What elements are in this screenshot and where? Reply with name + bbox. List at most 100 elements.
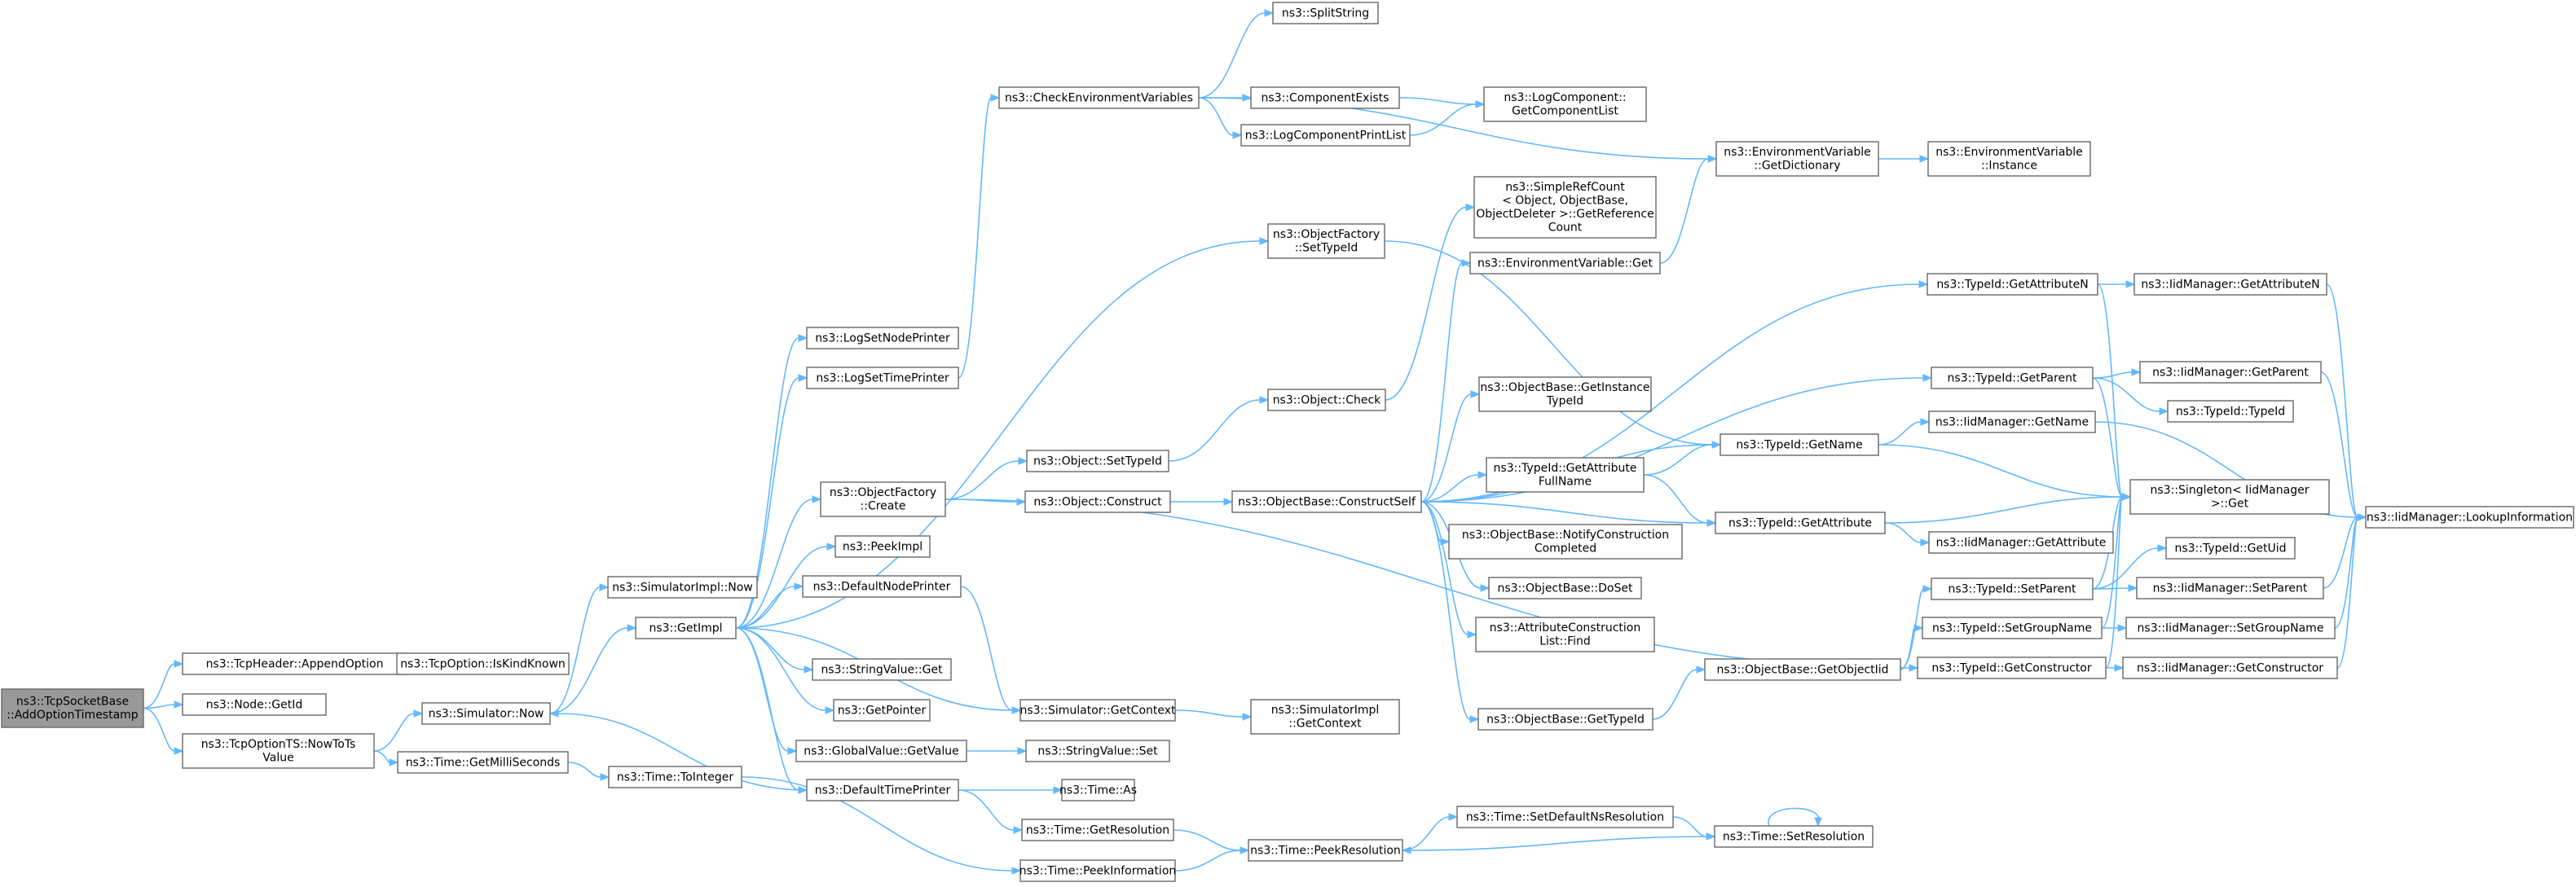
node-ofsettid[interactable]: ns3::ObjectFactory::SetTypeId bbox=[1267, 223, 1385, 259]
node-peekimpl[interactable]: ns3::PeekImpl bbox=[834, 535, 931, 558]
node-box bbox=[1720, 433, 1879, 456]
node-checkenv[interactable]: ns3::CheckEnvironmentVariables bbox=[998, 86, 1200, 109]
node-iidgetattr[interactable]: ns3::IidManager::GetAttribute bbox=[1928, 531, 2114, 554]
node-tgetuid[interactable]: ns3::TypeId::GetUid bbox=[2165, 537, 2296, 560]
node-ofcreate[interactable]: ns3::ObjectFactory::Create bbox=[820, 481, 946, 517]
node-label: ns3::ObjectBase::DoSet bbox=[1498, 582, 1633, 595]
node-construct[interactable]: ns3::ObjectBase::ConstructSelf bbox=[1231, 490, 1422, 513]
node-envinst[interactable]: ns3::EnvironmentVariable::Instance bbox=[1927, 141, 2091, 177]
node-tgetctor[interactable]: ns3::TypeId::GetConstructor bbox=[1917, 656, 2107, 679]
node-peekres[interactable]: ns3::Time::PeekResolution bbox=[1248, 839, 1403, 862]
node-nodegetid[interactable]: ns3::Node::GetId bbox=[182, 693, 327, 716]
node-objsettid[interactable]: ns3::Object::SetTypeId bbox=[1026, 450, 1169, 472]
node-label: ns3::TcpOption::IsKindKnown bbox=[400, 657, 566, 670]
node-label: ns3::DefaultTimePrinter bbox=[815, 784, 951, 797]
node-tgetattr[interactable]: ns3::TypeId::GetAttribute bbox=[1715, 512, 1886, 534]
node-box bbox=[812, 658, 952, 681]
node-envget[interactable]: ns3::EnvironmentVariable::Get bbox=[1469, 252, 1661, 274]
node-objconstruct[interactable]: ns3::Object::Construct bbox=[1024, 490, 1171, 513]
edge-line bbox=[567, 762, 601, 778]
node-lognode[interactable]: ns3::LogSetNodePrinter bbox=[806, 327, 959, 349]
edge-arrowhead bbox=[990, 94, 1001, 102]
node-split[interactable]: ns3::SplitString bbox=[1272, 2, 1379, 24]
node-simimplnow[interactable]: ns3::SimulatorImpl::Now bbox=[607, 576, 758, 599]
edge-line bbox=[2336, 516, 2358, 669]
node-tsetgroup[interactable]: ns3::TypeId::SetGroupName bbox=[1922, 617, 2103, 639]
edge-line bbox=[958, 789, 1015, 831]
call-edge-getimpl-to-deftime bbox=[735, 627, 808, 794]
node-iidsetparent[interactable]: ns3::IidManager::SetParent bbox=[2136, 577, 2324, 599]
node-box bbox=[1248, 839, 1403, 862]
node-label: ns3::ObjectBase::GetObjectIid bbox=[1716, 663, 1888, 676]
edge-arrowhead bbox=[1814, 817, 1822, 828]
edge-arrowhead bbox=[174, 747, 184, 755]
edge-line bbox=[1420, 501, 1471, 720]
node-getres[interactable]: ns3::Time::GetResolution bbox=[1021, 819, 1174, 841]
node-root[interactable]: ns3::TcpSocketBase::AddOptionTimestamp bbox=[1, 688, 144, 728]
edge-arrowhead bbox=[1469, 715, 1480, 723]
node-setres[interactable]: ns3::Time::SetResolution bbox=[1714, 825, 1874, 848]
node-ttypeid[interactable]: ns3::TypeId::TypeId bbox=[2167, 400, 2294, 423]
edge-arrowhead bbox=[1696, 665, 1706, 674]
node-defnode[interactable]: ns3::DefaultNodePrinter bbox=[802, 575, 962, 598]
node-iidgetparent[interactable]: ns3::IidManager::GetParent bbox=[2139, 361, 2322, 384]
node-tgetname[interactable]: ns3::TypeId::GetName bbox=[1720, 433, 1879, 456]
node-obgettid[interactable]: ns3::ObjectBase::GetTypeId bbox=[1477, 708, 1653, 731]
node-label: >::Get bbox=[2211, 498, 2249, 511]
edge-line bbox=[1420, 501, 1708, 524]
node-timeas[interactable]: ns3::Time::As bbox=[1059, 779, 1137, 801]
edge-arrowhead bbox=[1707, 155, 1718, 163]
node-getptr[interactable]: ns3::GetPointer bbox=[833, 699, 931, 722]
node-logtime[interactable]: ns3::LogSetTimePrinter bbox=[806, 367, 959, 389]
node-compexists[interactable]: ns3::ComponentExists bbox=[1250, 86, 1400, 109]
node-refcount[interactable]: ns3::SimpleRefCount< Object, ObjectBase,… bbox=[1473, 176, 1657, 239]
node-deftime[interactable]: ns3::DefaultTimePrinter bbox=[806, 779, 959, 801]
node-obgetiid[interactable]: ns3::ObjectBase::GetObjectIid bbox=[1704, 658, 1901, 681]
edge-line bbox=[735, 498, 813, 629]
call-edge-ofcreate-to-objsettid bbox=[945, 457, 1028, 500]
node-getcomplist[interactable]: ns3::LogComponent::GetComponentList bbox=[1483, 86, 1647, 122]
node-simimplctx[interactable]: ns3::SimulatorImpl::GetContext bbox=[1250, 699, 1400, 735]
node-setdefres[interactable]: ns3::Time::SetDefaultNsResolution bbox=[1456, 806, 1674, 828]
call-edge-tgetattrn-to-iidgetattrn bbox=[2098, 280, 2136, 288]
node-append[interactable]: ns3::TcpHeader::AppendOption bbox=[182, 652, 407, 675]
node-iidgetctor[interactable]: ns3::IidManager::GetConstructor bbox=[2122, 656, 2338, 679]
node-getms[interactable]: ns3::Time::GetMilliSeconds bbox=[397, 751, 569, 774]
node-tointeger[interactable]: ns3::Time::ToInteger bbox=[608, 766, 742, 788]
edge-line bbox=[1420, 262, 1463, 503]
node-peekinfo[interactable]: ns3::Time::PeekInformation bbox=[1019, 859, 1177, 882]
node-label: < Object, ObjectBase, bbox=[1502, 195, 1628, 208]
node-tgetparent[interactable]: ns3::TypeId::GetParent bbox=[1931, 367, 2094, 389]
call-edge-construct-to-getinst bbox=[1420, 390, 1481, 503]
node-box bbox=[1231, 490, 1422, 513]
node-singleton[interactable]: ns3::Singleton< IidManager>::Get bbox=[2129, 479, 2330, 515]
call-edge-construct-to-tgetparent bbox=[1420, 374, 1933, 503]
node-objcheck[interactable]: ns3::Object::Check bbox=[1267, 389, 1386, 411]
node-gvget[interactable]: ns3::GlobalValue::GetValue bbox=[795, 740, 967, 762]
node-logprint[interactable]: ns3::LogComponentPrintList bbox=[1240, 124, 1411, 147]
node-lookup[interactable]: ns3::IidManager::LookupInformation bbox=[2365, 506, 2574, 529]
edge-arrowhead bbox=[1477, 471, 1488, 479]
node-box bbox=[421, 702, 551, 725]
node-iidgetname[interactable]: ns3::IidManager::GetName bbox=[1928, 411, 2096, 433]
node-simnow[interactable]: ns3::Simulator::Now bbox=[421, 702, 551, 725]
node-simgetctx[interactable]: ns3::Simulator::GetContext bbox=[1019, 699, 1176, 722]
edge-line bbox=[1385, 206, 1467, 401]
node-getimpl[interactable]: ns3::GetImpl bbox=[635, 617, 737, 639]
node-iidgetattrn[interactable]: ns3::IidManager::GetAttributeN bbox=[2133, 273, 2327, 296]
node-iidsetgroup[interactable]: ns3::IidManager::SetGroupName bbox=[2125, 617, 2336, 639]
edge-arrowhead bbox=[1240, 846, 1250, 854]
node-notify[interactable]: ns3::ObjectBase::NotifyConstructionCompl… bbox=[1448, 524, 1683, 560]
node-doset[interactable]: ns3::ObjectBase::DoSet bbox=[1488, 577, 1642, 599]
node-tsetparent[interactable]: ns3::TypeId::SetParent bbox=[1931, 577, 2094, 600]
node-iskind[interactable]: ns3::TcpOption::IsKindKnown bbox=[396, 652, 570, 675]
node-envdict[interactable]: ns3::EnvironmentVariable::GetDictionary bbox=[1715, 141, 1879, 177]
call-edge-root-to-nowtots bbox=[143, 707, 184, 755]
node-strget[interactable]: ns3::StringValue::Get bbox=[812, 658, 952, 681]
node-tgetattrn[interactable]: ns3::TypeId::GetAttributeN bbox=[1926, 273, 2098, 296]
node-strset[interactable]: ns3::StringValue::Set bbox=[1025, 740, 1170, 762]
